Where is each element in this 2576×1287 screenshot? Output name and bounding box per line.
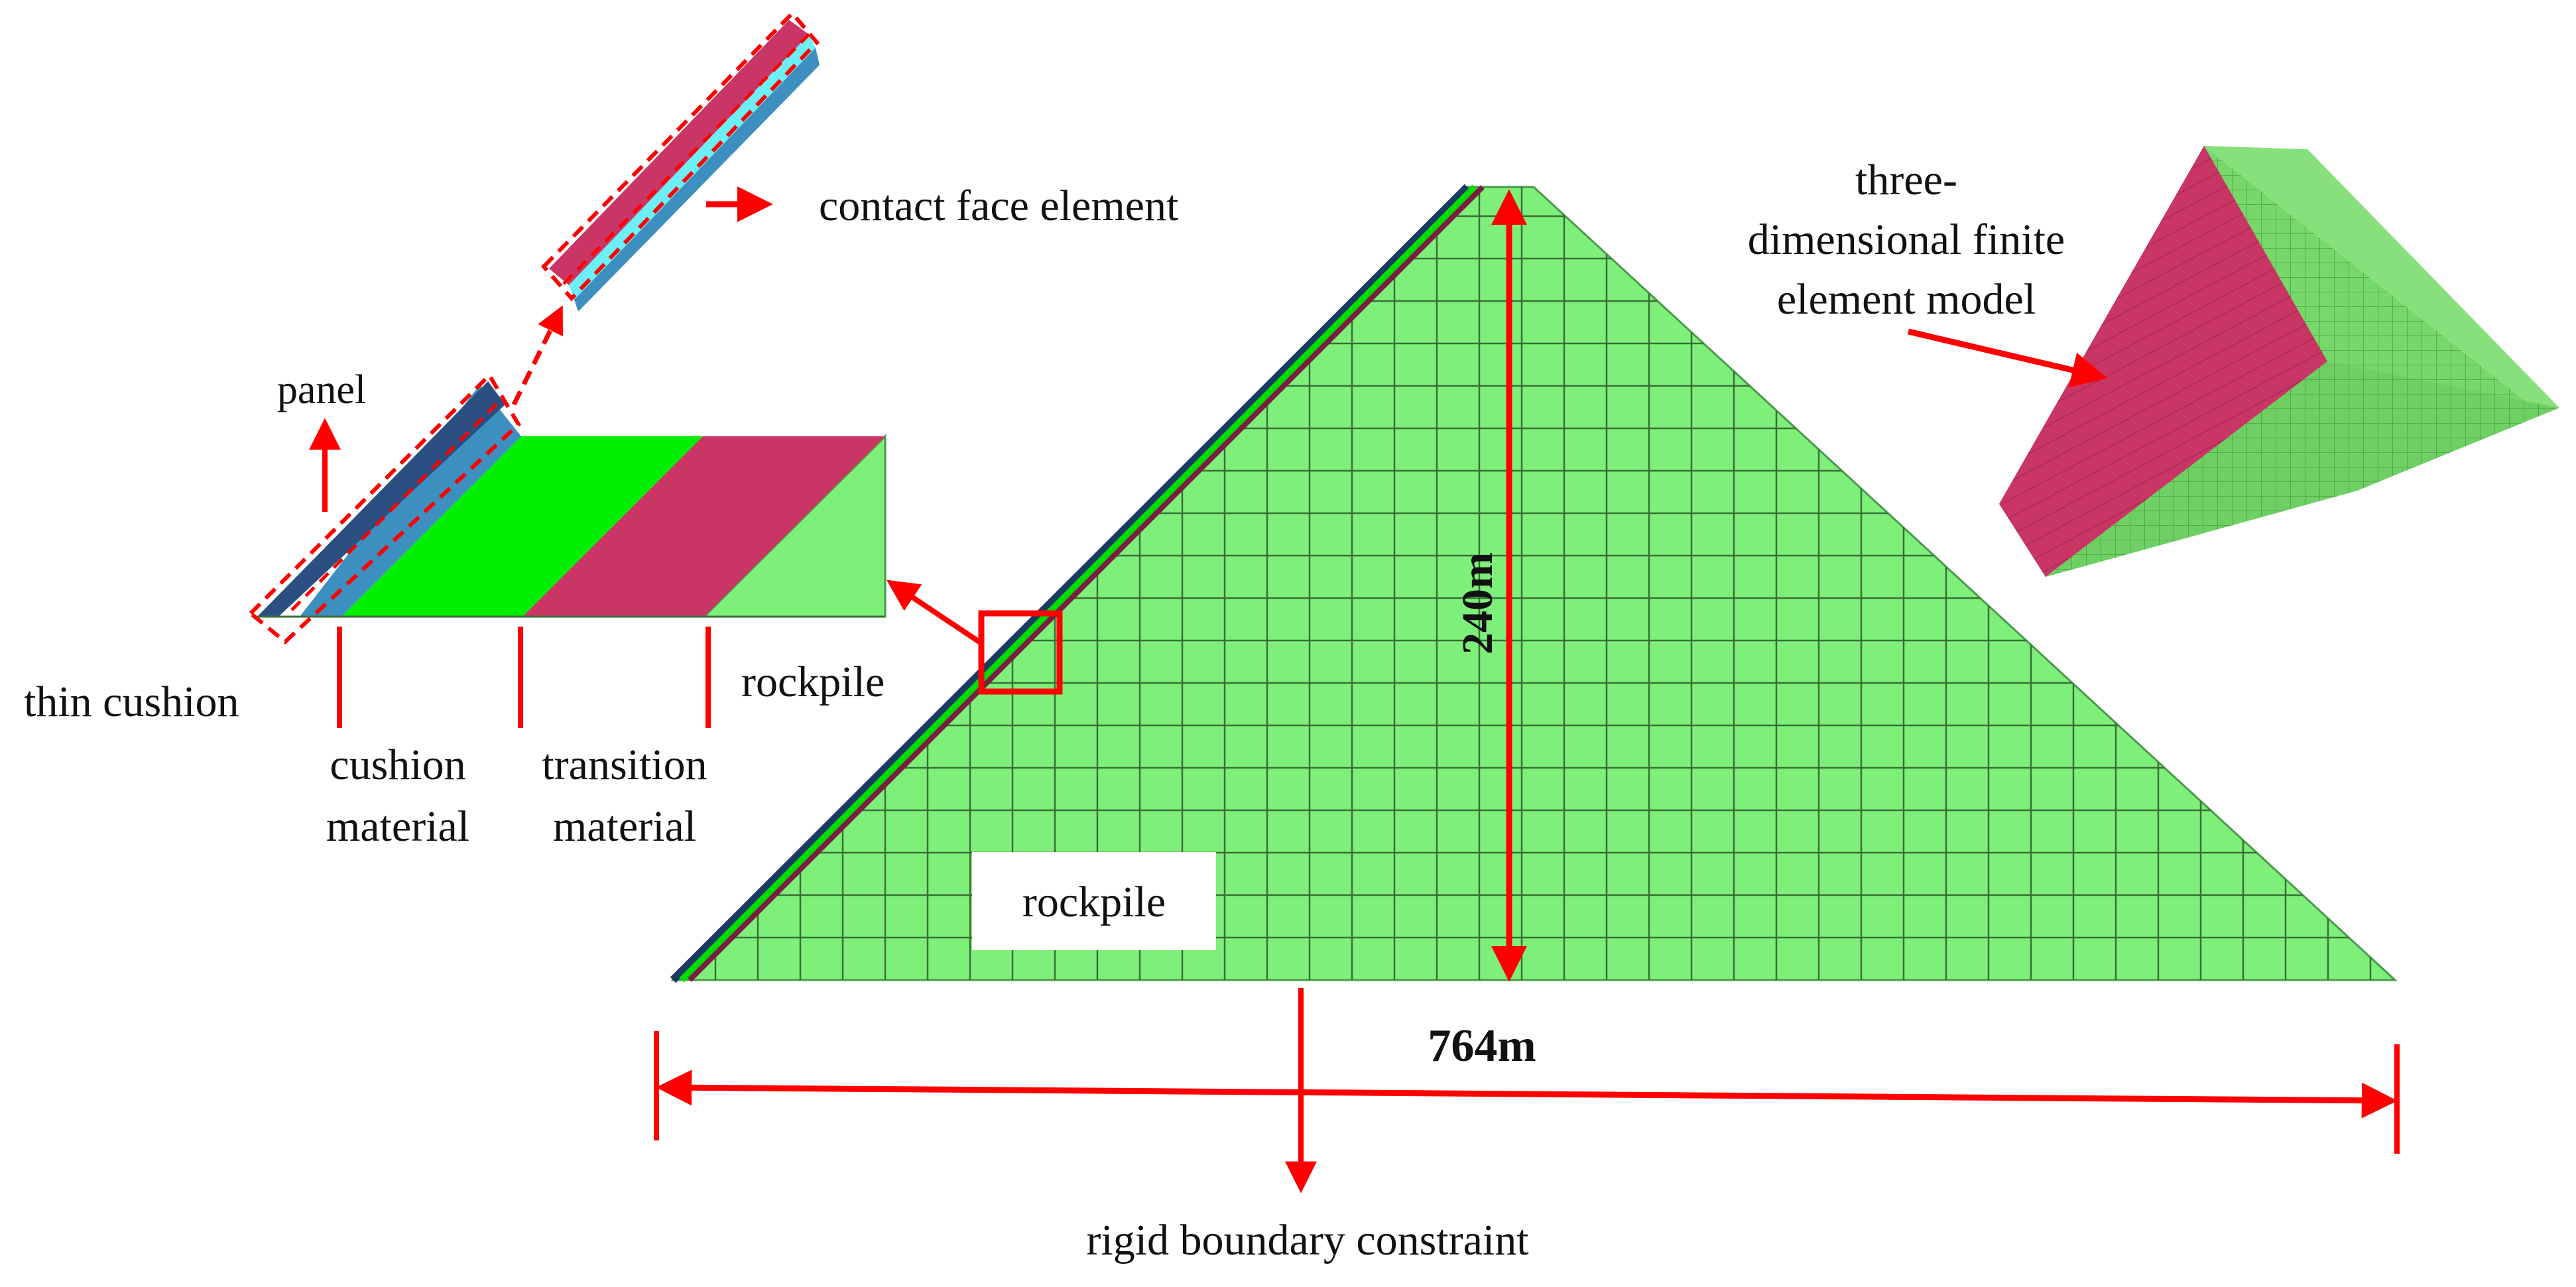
detail-box — [978, 610, 1063, 695]
detail-inner-dash — [290, 395, 505, 611]
panel-zone — [257, 381, 505, 617]
rockpile-main-label: rockpile — [1022, 878, 1166, 926]
cushion-layer-line — [679, 184, 1477, 983]
model-front-face-mesh — [1999, 146, 2327, 577]
width-arrow — [656, 1070, 2398, 1119]
width-dimension: 764m — [654, 1020, 2400, 1154]
contact-panel-strip — [549, 20, 809, 285]
model-pointer-arrow — [1907, 328, 2108, 388]
thin-cushion-label: thin cushion — [24, 678, 239, 726]
panel-dashed-outline — [247, 372, 521, 644]
model-label-1: three- — [1855, 156, 1957, 204]
transition-material-label-2: material — [553, 802, 696, 851]
height-dimension: 240m — [1453, 189, 1527, 982]
contact-cushion-strip — [574, 48, 820, 312]
three-d-model: three- dimensional finite element model — [1748, 146, 2559, 577]
cushion-zone — [341, 436, 703, 617]
model-label-3: element model — [1777, 275, 2036, 324]
transition-layer-line — [688, 185, 1485, 982]
contact-connector-arrow — [511, 305, 563, 406]
rockpile-main-tag: rockpile — [972, 852, 1216, 950]
model-label-2: dimensional finite — [1748, 215, 2065, 264]
contact-face-element: contact face element — [540, 10, 1178, 312]
model-bottom-face-mesh — [2046, 361, 2559, 577]
model-top-face — [2204, 146, 2559, 410]
cushion-material-label-1: cushion — [330, 741, 465, 789]
cushion-material-label-2: material — [326, 802, 469, 851]
panel-layer-line — [670, 184, 1471, 983]
transition-zone — [522, 436, 885, 617]
height-label: 240m — [1453, 552, 1502, 654]
contact-face-label: contact face element — [819, 182, 1178, 230]
rockpile-main-box — [972, 852, 1216, 950]
rockpile-detail-label: rockpile — [741, 658, 885, 706]
detail-pointer-arrow — [887, 580, 983, 646]
detail-section: panel thin cushion cushion material tran… — [24, 305, 983, 851]
contact-dashed-outline — [540, 10, 820, 302]
transition-material-label-1: transition — [542, 741, 707, 789]
rigid-boundary-label: rigid boundary constraint — [1086, 1216, 1528, 1264]
thin-cushion-zone — [300, 385, 521, 617]
contact-face-strip — [569, 34, 816, 300]
panel-label: panel — [277, 367, 366, 412]
width-label: 764m — [1428, 1020, 1536, 1072]
rigid-boundary: rigid boundary constraint — [1086, 988, 1529, 1264]
